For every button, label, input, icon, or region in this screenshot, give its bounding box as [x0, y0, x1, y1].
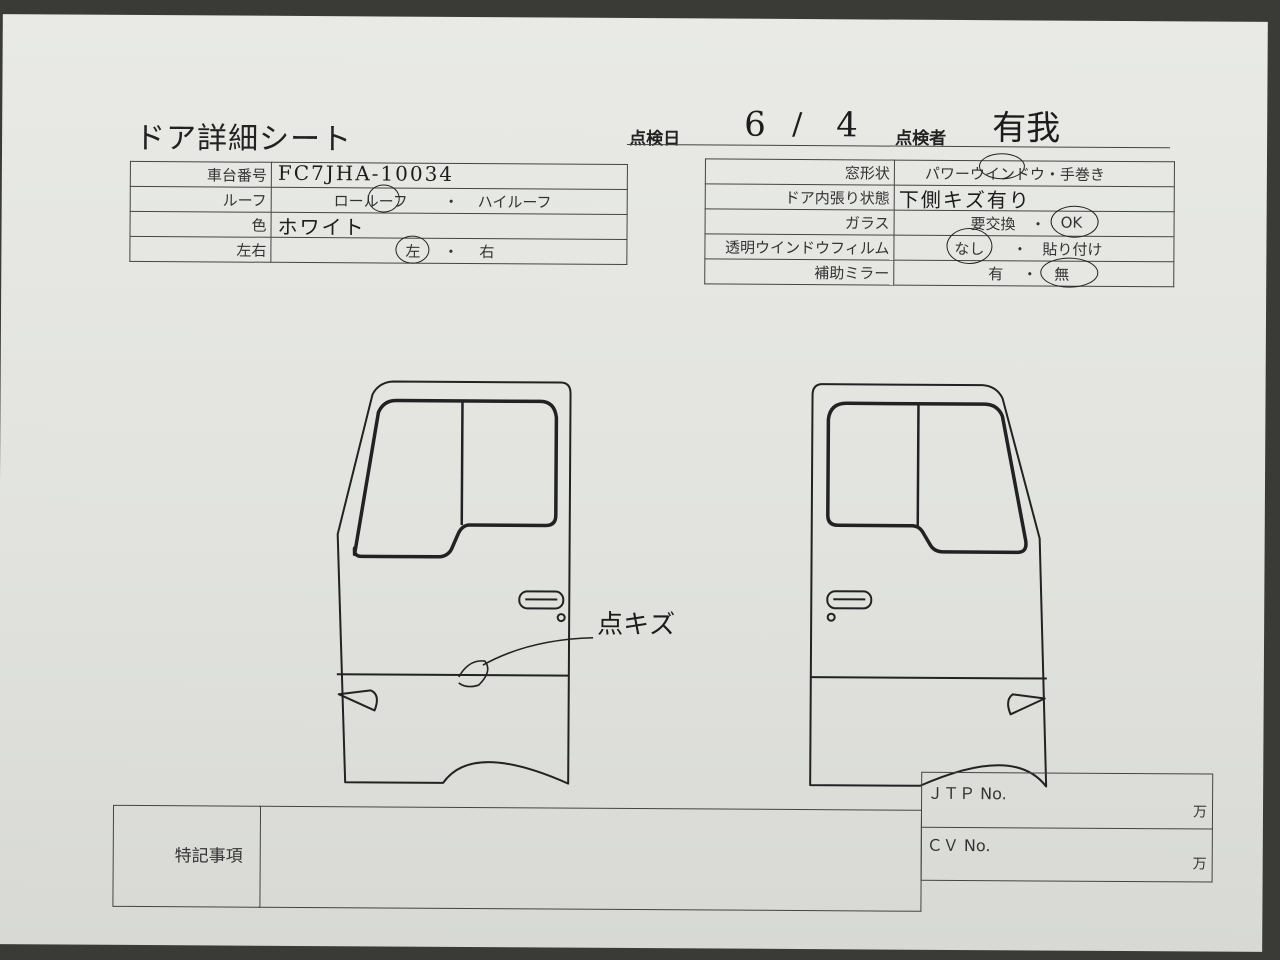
cv-unit: 万	[1192, 856, 1207, 873]
remarks-section: 特記事項 ＪＴＰ No. 万 ＣＶ No. 万	[112, 767, 1214, 916]
right-door-diagram	[809, 383, 1048, 788]
jtp-unit: 万	[1192, 804, 1208, 821]
remarks-field	[258, 805, 923, 912]
jtp-number-label: ＪＴＰ No.	[927, 783, 1007, 804]
left-door-diagram	[336, 380, 594, 785]
door-diagrams	[336, 380, 1048, 788]
cv-number-label: ＣＶ No.	[926, 835, 991, 856]
remarks-label: 特記事項	[174, 846, 243, 867]
damage-note: 点キズ	[597, 609, 676, 641]
inspection-sheet: ドア詳細シート 点検日 6 / 4 点検者 有我 車台番号 FC7JHA-100…	[0, 14, 1268, 952]
